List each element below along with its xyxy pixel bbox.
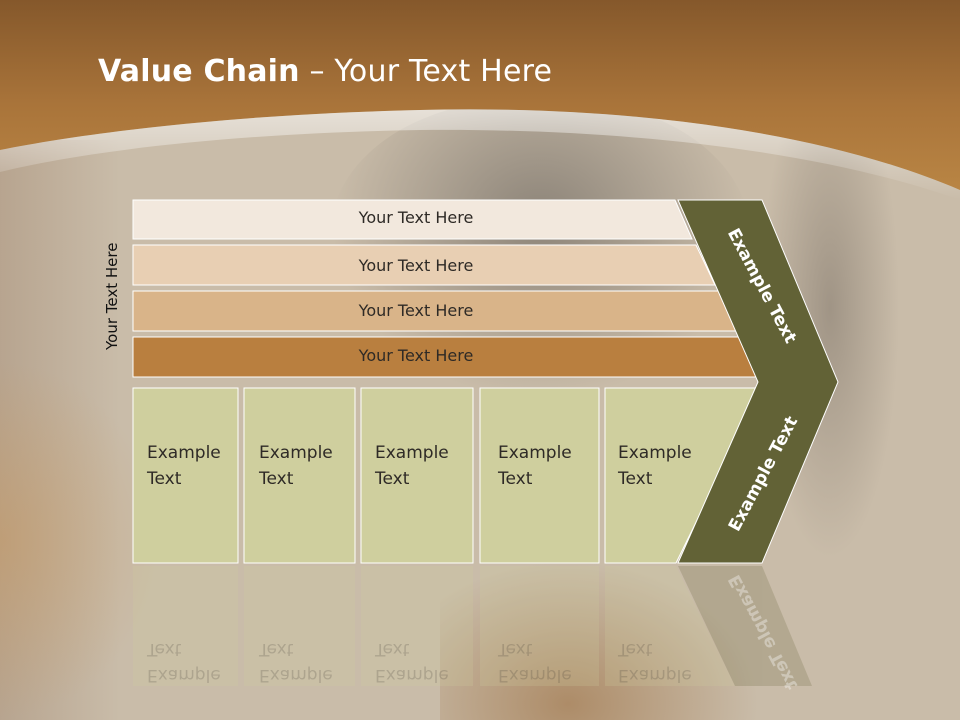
background-shade: [0, 140, 120, 720]
activity-cell-4: [479, 387, 600, 564]
activity-cell-5: [604, 387, 763, 564]
cells-reflection: [133, 566, 812, 686]
support-bar-label-1: Your Text Here: [358, 208, 474, 227]
support-bar-label-3: Your Text Here: [358, 301, 474, 320]
page-title: Value Chain – Your Text Here: [98, 54, 553, 89]
activity-cell-3: [360, 387, 474, 564]
support-bar-label-2: Your Text Here: [358, 256, 474, 275]
support-bar-1: [132, 199, 693, 240]
support-bar-label-4: Your Text Here: [358, 346, 474, 365]
activity-cell-2: [243, 387, 356, 564]
background-warm-bottom: [440, 560, 760, 720]
activity-cell-1: [132, 387, 239, 564]
margin-chevron: [677, 199, 839, 564]
header-band: [0, 0, 960, 200]
